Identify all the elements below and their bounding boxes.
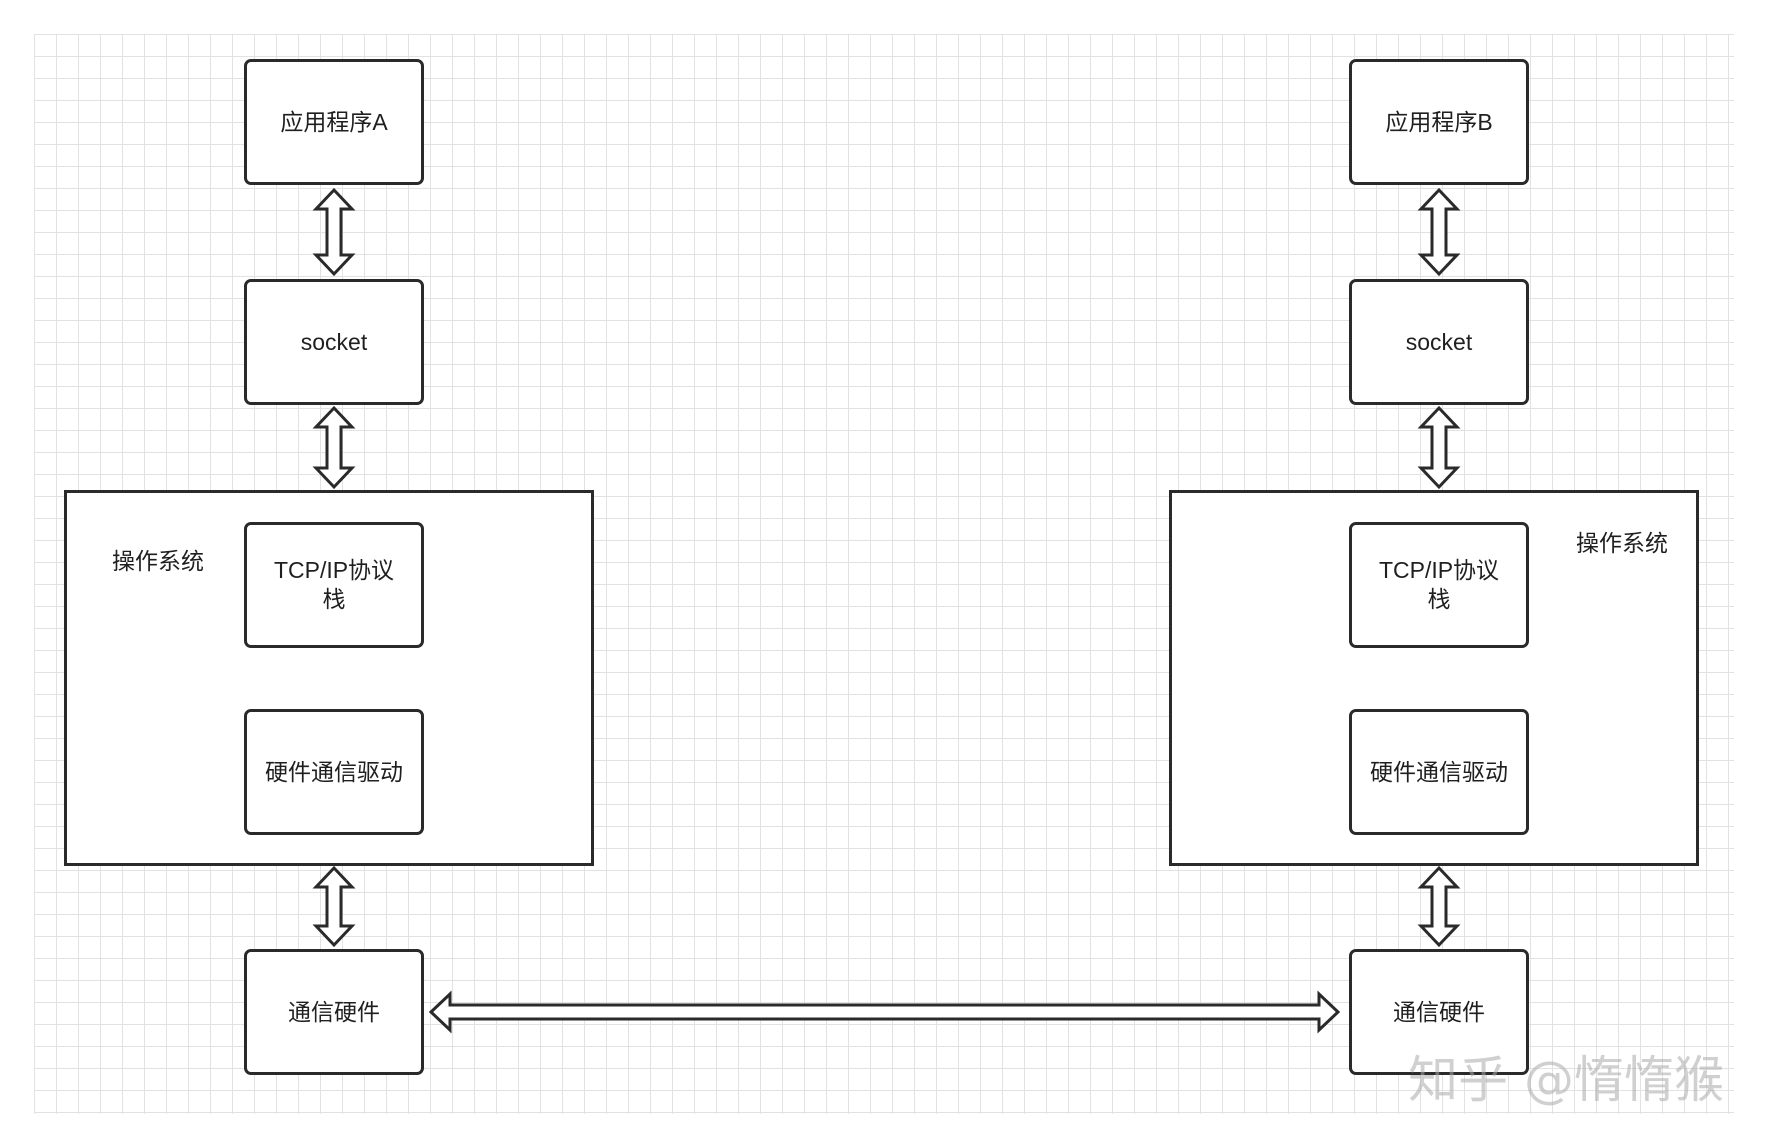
arrow-os-hardware-a bbox=[312, 865, 356, 948]
arrow-socket-os-a bbox=[312, 405, 356, 490]
driver-a-box: 硬件通信驱动 bbox=[244, 709, 424, 835]
hardware-a-label: 通信硬件 bbox=[288, 998, 380, 1025]
socket-a-box: socket bbox=[244, 279, 424, 405]
hardware-a-box: 通信硬件 bbox=[244, 949, 424, 1075]
socket-b-label: socket bbox=[1405, 328, 1473, 355]
app-a-box: 应用程序A bbox=[244, 59, 424, 185]
hardware-b-label: 通信硬件 bbox=[1393, 998, 1485, 1025]
tcpip-b-label: TCP/IP协议栈 bbox=[1378, 557, 1500, 612]
driver-b-box: 硬件通信驱动 bbox=[1349, 709, 1529, 835]
driver-a-label: 硬件通信驱动 bbox=[265, 758, 403, 785]
app-a-label: 应用程序A bbox=[280, 108, 388, 135]
arrow-os-hardware-b bbox=[1417, 865, 1461, 948]
os-a-label: 操作系统 bbox=[112, 548, 204, 574]
app-b-box: 应用程序B bbox=[1349, 59, 1529, 185]
tcpip-b-box: TCP/IP协议栈 bbox=[1349, 522, 1529, 648]
socket-a-label: socket bbox=[300, 328, 368, 355]
tcpip-a-box: TCP/IP协议栈 bbox=[244, 522, 424, 648]
arrow-socket-os-b bbox=[1417, 405, 1461, 490]
arrow-app-socket-b bbox=[1417, 187, 1461, 277]
arrow-app-socket-a bbox=[312, 187, 356, 277]
tcpip-a-label: TCP/IP协议栈 bbox=[273, 557, 395, 612]
socket-b-box: socket bbox=[1349, 279, 1529, 405]
watermark: 知乎 @惰惰猴 bbox=[1408, 1051, 1724, 1109]
os-b-label: 操作系统 bbox=[1576, 530, 1668, 556]
arrow-hardware-link bbox=[428, 990, 1341, 1034]
driver-b-label: 硬件通信驱动 bbox=[1370, 758, 1508, 785]
hardware-b-box: 通信硬件 bbox=[1349, 949, 1529, 1075]
app-b-label: 应用程序B bbox=[1385, 108, 1493, 135]
